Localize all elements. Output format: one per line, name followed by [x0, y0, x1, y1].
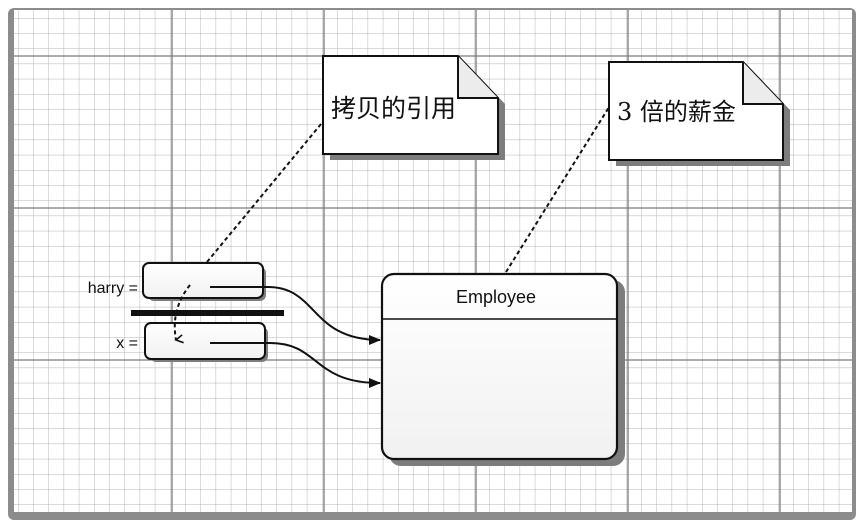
x-reference-arrow [210, 342, 381, 388]
salary-note-text: 3 倍的薪金 [617, 98, 736, 126]
copy-note [322, 55, 499, 155]
salary-note-fold [742, 62, 783, 105]
copy-dashed-arrow [173, 284, 191, 344]
x-variable-box [144, 322, 266, 360]
harry-reference-arrow [210, 286, 381, 345]
salary-note [608, 61, 784, 161]
copy-note-text: 拷贝的引用 [331, 94, 456, 123]
harry-variable-box [142, 262, 264, 299]
employee-object-box [380, 272, 619, 461]
harry-label: harry = [88, 280, 138, 297]
copy-note-leader [206, 117, 327, 263]
separator-bar [131, 310, 284, 316]
salary-note-leader [505, 103, 612, 273]
copy-note-fold [457, 56, 498, 99]
employee-title: Employee [456, 287, 536, 307]
x-label: x = [116, 335, 138, 352]
